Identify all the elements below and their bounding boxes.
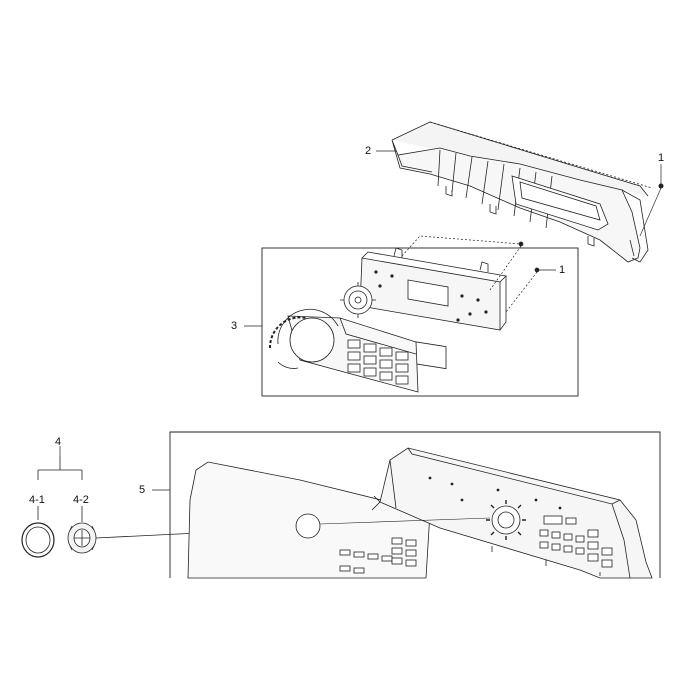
- part-label-1-mid: 1: [559, 264, 566, 276]
- part-5-control-panel: [187, 447, 653, 579]
- part-label-1-top: 1: [658, 152, 665, 164]
- part-5-group-box: [169, 431, 661, 578]
- part-label-4-1: 4-1: [29, 494, 45, 506]
- part-label-4-2: 4-2: [73, 494, 89, 506]
- part-label-4: 4: [55, 436, 62, 448]
- part-2-panel-frame: [391, 121, 653, 263]
- part-label-3: 3: [231, 320, 238, 332]
- part-label-2: 2: [365, 145, 372, 157]
- part-3-pcb-assembly: [268, 247, 507, 393]
- button-grid: [347, 339, 409, 385]
- part-label-5: 5: [139, 484, 146, 496]
- part-1-screw-mid: [401, 235, 556, 313]
- part-1-screw-top: [639, 164, 664, 237]
- part-3-group-box: [261, 247, 579, 397]
